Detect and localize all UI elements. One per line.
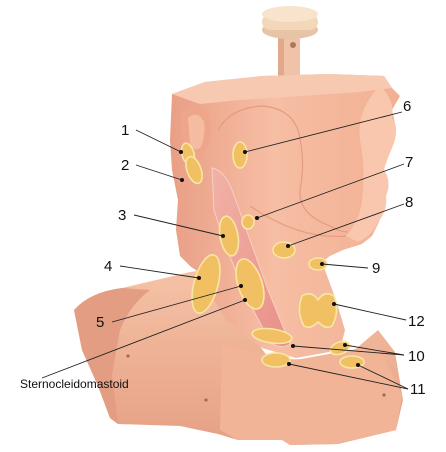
label-10: 10 [408, 348, 425, 365]
sternocleidomastoid-label: Sternocleidomastoid [20, 377, 129, 391]
label-4: 4 [104, 258, 112, 275]
base-screw-hole [382, 393, 385, 396]
label-11: 11 [410, 381, 426, 398]
label-8: 8 [405, 194, 413, 211]
base-screw-hole [126, 354, 129, 357]
label-2: 2 [121, 157, 129, 174]
label-1: 1 [121, 122, 129, 139]
base-front-face [220, 345, 402, 445]
node-11-left [262, 353, 290, 367]
label-7: 7 [405, 154, 413, 171]
label-12: 12 [408, 313, 425, 330]
label-5: 5 [96, 314, 104, 331]
label-6: 6 [403, 98, 411, 115]
stand-knob [262, 6, 318, 39]
base-screw-hole [204, 398, 207, 401]
node-12-thyroid [299, 294, 336, 328]
label-9: 9 [372, 260, 380, 277]
node-6-parotid [233, 142, 247, 168]
label-3: 3 [118, 207, 126, 224]
node-7-submandibular [242, 215, 254, 229]
